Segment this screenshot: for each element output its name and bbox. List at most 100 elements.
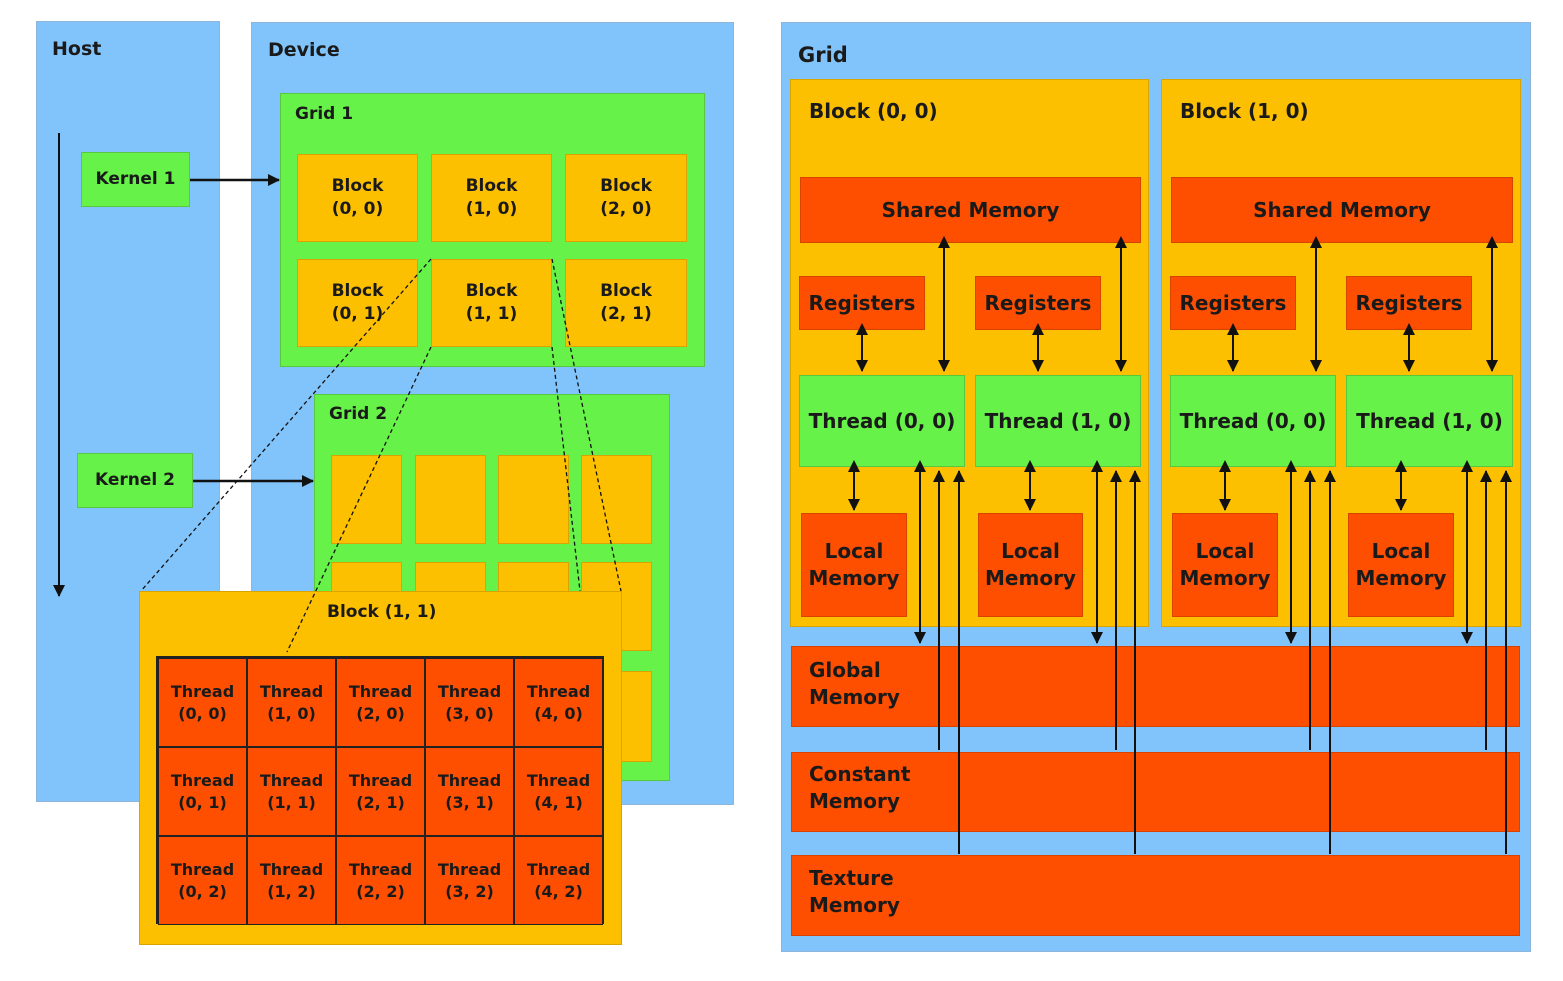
grid-1-block-1-0: Block(1, 0) [431,154,552,242]
thread-word: Thread [170,859,235,879]
memory-word: Memory [809,685,900,709]
local-word: Local [1195,539,1255,563]
block-index: (2, 0) [600,199,652,219]
grid-1-block-0-1: Block (0, 1) [297,259,418,347]
grid-2-block [331,455,402,544]
thread: Thread (1, 0) [975,375,1141,467]
grid-1-block-2-0: Block (2, 0) [565,154,687,242]
thread-word: Thread [259,859,324,879]
thread-index: (1, 1) [267,792,316,812]
grid-2-label: Grid 2 [329,404,388,424]
thread-index: (4, 2) [534,881,583,901]
memory-word: Memory [809,893,900,917]
thread-word: Thread [259,770,324,790]
grid-label: Grid [798,43,848,67]
thread-cell: Thread(4, 2) [514,836,603,925]
grid-2-block [498,455,569,544]
thread-cell: Thread(4, 0) [514,658,603,747]
thread-index: (3, 0) [445,703,494,723]
thread-grid: Thread(0, 0) Thread(1, 0) Thread(2, 0) T… [156,656,604,925]
thread-word: Thread [259,681,324,701]
thread-index: (0, 0) [178,703,227,723]
block-0-0-label: Block (0, 0) [809,99,938,123]
thread-cell: Thread(1, 0) [247,658,336,747]
thread-cell: Thread(0, 1) [158,747,247,836]
host-panel: Host [36,21,220,802]
thread-cell: Thread(4, 1) [514,747,603,836]
shared-memory: Shared Memory [800,177,1141,243]
thread-index: (2, 2) [356,881,405,901]
thread-cell: Thread(0, 0) [158,658,247,747]
grid-1-block-0-0: Block (0, 0) [297,154,418,242]
shared-memory: Shared Memory [1171,177,1513,243]
thread-word: Thread [526,681,591,701]
thread-word: Thread [348,859,413,879]
thread-cell: Thread(3, 2) [425,836,514,925]
thread-word: Thread [170,770,235,790]
thread-cell: Thread(2, 1) [336,747,425,836]
thread-index: (4, 1) [534,792,583,812]
local-word: Local [824,539,884,563]
block-index: (2, 1) [600,304,652,324]
thread-cell: Thread(2, 0) [336,658,425,747]
thread: Thread (0, 0) [1170,375,1336,467]
thread-cell: Thread(2, 2) [336,836,425,925]
grid-1-block-2-1: Block (2, 1) [565,259,687,347]
thread-index: (4, 0) [534,703,583,723]
host-label: Host [52,38,102,60]
kernel-2: Kernel 2 [77,453,193,508]
constant-word: Constant [809,762,911,786]
grid-2-block [581,455,652,544]
grid-2-block [415,455,486,544]
thread-index: (1, 0) [267,703,316,723]
registers: Registers [799,276,925,330]
thread-index: (2, 0) [356,703,405,723]
thread-cell: Thread(3, 1) [425,747,514,836]
block-word: Block [600,281,652,301]
block-word: Block [465,176,518,196]
block-word: Block [331,176,384,196]
block-word: Block [331,281,384,301]
grid-1-label: Grid 1 [295,104,354,124]
grid-1-block-1-1: Block (1, 1) [431,259,552,347]
memory-word: Memory [809,789,900,813]
thread-word: Thread [526,770,591,790]
kernel-1: Kernel 1 [81,152,190,207]
thread-word: Thread [437,770,502,790]
memory-arrows [848,236,1512,854]
block-index: (0, 0) [331,199,384,219]
registers: Registers [1346,276,1472,330]
thread-cell: Thread(3, 0) [425,658,514,747]
thread-word: Thread [348,681,413,701]
device-label: Device [268,39,340,61]
texture-word: Texture [809,866,894,890]
block-word: Block [465,281,518,301]
thread-index: (2, 1) [356,792,405,812]
thread-word: Thread [170,681,235,701]
thread-word: Thread [526,859,591,879]
thread-word: Thread [348,770,413,790]
thread-word: Thread [437,859,502,879]
thread-index: (0, 1) [178,792,227,812]
zoom-lines [140,258,622,653]
memory-word: Memory [808,566,900,590]
thread-index: (3, 2) [445,881,494,901]
thread-cell: Thread(0, 2) [158,836,247,925]
local-word: Local [1001,539,1060,563]
memory-word: Memory [1355,566,1447,590]
block-index: (0, 1) [331,304,384,324]
block-word: Block [600,176,652,196]
thread: Thread (0, 0) [799,375,965,467]
thread-word: Thread [437,681,502,701]
thread-index: (1, 2) [267,881,316,901]
block-index: (1, 1) [465,304,518,324]
local-word: Local [1371,539,1431,563]
thread-index: (0, 2) [178,881,227,901]
